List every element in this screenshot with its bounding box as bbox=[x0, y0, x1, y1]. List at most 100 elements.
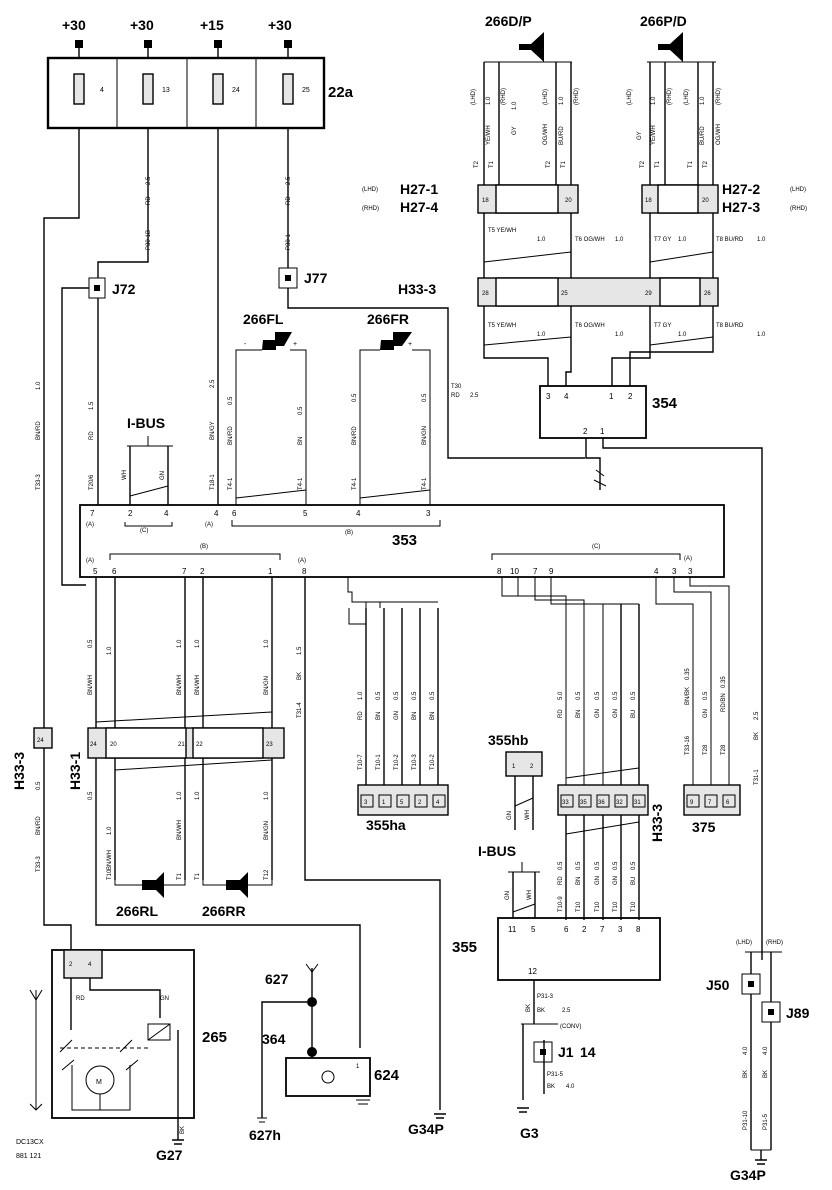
svg-text:H33-3: H33-3 bbox=[649, 804, 665, 842]
svg-text:7: 7 bbox=[182, 567, 187, 576]
svg-text:P31-5: P31-5 bbox=[547, 1072, 564, 1078]
module-353-lower-left-wires: 0.5 BN/WH 1.0 1.0 BN/WH 1.0 BN/WH 1.0 BN… bbox=[88, 577, 441, 1110]
svg-text:T4-1: T4-1 bbox=[228, 477, 234, 490]
svg-text:BN/GN: BN/GN bbox=[422, 426, 428, 445]
svg-text:6: 6 bbox=[112, 567, 117, 576]
svg-text:0.5: 0.5 bbox=[430, 691, 436, 700]
svg-text:P31-3: P31-3 bbox=[537, 994, 554, 1000]
svg-text:6: 6 bbox=[564, 925, 569, 934]
svg-text:1.0: 1.0 bbox=[486, 96, 492, 105]
svg-text:11: 11 bbox=[508, 925, 517, 934]
connector-h33-3-bottom-wiring: 5.0 RD 0.5 BN 0.5 GN 0.5 GN 0.5 BU bbox=[501, 577, 640, 785]
svg-text:14: 14 bbox=[580, 1044, 596, 1060]
svg-text:BN: BN bbox=[412, 712, 418, 720]
svg-text:RD: RD bbox=[358, 711, 364, 720]
svg-text:T1: T1 bbox=[561, 160, 567, 168]
svg-text:T18-1: T18-1 bbox=[210, 474, 216, 490]
supply-terminal-2: +30 bbox=[130, 17, 154, 58]
svg-text:BK: BK bbox=[297, 672, 303, 680]
connector-h33-3-left: 24 H33-3 0.5 BN/RD T33-3 bbox=[11, 727, 72, 950]
svg-text:BN/RD: BN/RD bbox=[228, 426, 234, 445]
supply-terminal-1: +30 bbox=[62, 17, 86, 58]
svg-text:T10: T10 bbox=[576, 901, 582, 912]
svg-text:(A): (A) bbox=[298, 558, 306, 564]
svg-text:1.5: 1.5 bbox=[297, 646, 303, 655]
svg-text:(A): (A) bbox=[86, 558, 94, 564]
svg-text:5: 5 bbox=[93, 567, 98, 576]
svg-text:H27-3: H27-3 bbox=[722, 199, 760, 215]
svg-text:BU/RD: BU/RD bbox=[559, 126, 565, 145]
fuse-4: 4 bbox=[73, 73, 104, 105]
svg-text:266FR: 266FR bbox=[367, 311, 409, 327]
svg-text:(C): (C) bbox=[592, 544, 600, 550]
svg-text:375: 375 bbox=[692, 819, 716, 835]
svg-text:BK: BK bbox=[547, 1084, 555, 1090]
svg-text:353: 353 bbox=[392, 532, 417, 549]
junction-j89: J89 bbox=[761, 952, 810, 1150]
junction-j1: J1 14 P31-5 BK 4.0 bbox=[533, 1041, 596, 1090]
svg-text:RD/BN: RD/BN bbox=[721, 693, 727, 712]
svg-text:H33-3: H33-3 bbox=[11, 752, 27, 790]
svg-text:(RHD): (RHD) bbox=[790, 206, 807, 212]
svg-text:H33-1: H33-1 bbox=[67, 752, 83, 790]
svg-text:3: 3 bbox=[546, 392, 551, 401]
ground-g27: G27 bbox=[156, 1139, 184, 1163]
svg-text:T10-2: T10-2 bbox=[394, 754, 400, 770]
svg-text:33: 33 bbox=[562, 800, 569, 806]
speaker-266fr: 266FR + bbox=[359, 311, 431, 505]
svg-text:T5 YE/WH: T5 YE/WH bbox=[488, 323, 516, 329]
svg-text:T10-9: T10-9 bbox=[558, 896, 564, 912]
svg-text:BN/RD: BN/RD bbox=[36, 816, 42, 835]
footer-line2: 881 121 bbox=[16, 1153, 41, 1160]
svg-text:3: 3 bbox=[688, 567, 693, 576]
svg-text:YE/WH: YE/WH bbox=[486, 125, 492, 145]
svg-text:GN: GN bbox=[507, 811, 513, 820]
svg-text:+: + bbox=[408, 341, 412, 348]
svg-text:RD: RD bbox=[76, 996, 85, 1002]
connector-375-wiring: 0.35 BN/BK T33-16 0.5 GN T28 0.35 RD/BN … bbox=[655, 577, 730, 785]
junction-j72: J72 bbox=[61, 277, 136, 586]
svg-text:BN/WH: BN/WH bbox=[195, 675, 201, 695]
fuse-13: 13 bbox=[142, 73, 170, 105]
svg-text:4: 4 bbox=[88, 962, 92, 968]
connector-h33-3-bottom: 33 35 36 32 31 H33-3 bbox=[557, 784, 665, 920]
module-624: 1 624 bbox=[285, 1057, 400, 1105]
svg-text:(RHD): (RHD) bbox=[501, 88, 507, 105]
svg-text:0.5: 0.5 bbox=[613, 691, 619, 700]
svg-text:(LHD): (LHD) bbox=[684, 89, 690, 105]
svg-text:H33-3: H33-3 bbox=[398, 281, 436, 297]
h33-to-354-wires: T5 YE/WH 1.0 T6 OG/WH 1.0 T7 GY 1.0 T8 B… bbox=[483, 306, 766, 386]
svg-text:624: 624 bbox=[374, 1067, 400, 1084]
svg-text:T7 GY: T7 GY bbox=[654, 323, 671, 329]
speaker-266dp: 266D/P bbox=[483, 13, 572, 185]
svg-text:BN/GY: BN/GY bbox=[210, 421, 216, 440]
svg-text:2.5: 2.5 bbox=[210, 379, 216, 388]
svg-text:T8 BU/RD: T8 BU/RD bbox=[716, 237, 744, 243]
svg-text:BN/BK: BN/BK bbox=[685, 687, 691, 705]
ground-g3: G3 bbox=[517, 1107, 539, 1141]
svg-text:3: 3 bbox=[618, 925, 623, 934]
svg-text:T4-1: T4-1 bbox=[352, 477, 358, 490]
svg-text:2.5: 2.5 bbox=[470, 393, 479, 399]
svg-text:25: 25 bbox=[302, 87, 310, 94]
svg-text:1: 1 bbox=[382, 800, 386, 806]
svg-text:2: 2 bbox=[582, 925, 587, 934]
svg-text:22: 22 bbox=[196, 742, 203, 748]
svg-text:WH: WH bbox=[525, 810, 531, 820]
svg-text:8: 8 bbox=[302, 567, 307, 576]
svg-text:0.5: 0.5 bbox=[228, 396, 234, 405]
svg-text:2: 2 bbox=[628, 392, 633, 401]
module-354: 3 4 1 2 2 1 354 bbox=[539, 385, 763, 960]
svg-text:T31-1: T31-1 bbox=[754, 769, 760, 785]
fuse-box-label: 22a bbox=[328, 84, 354, 101]
svg-text:1: 1 bbox=[356, 1064, 360, 1070]
svg-text:1.0: 1.0 bbox=[700, 96, 706, 105]
feed-wires: 2.5 RD P30-1B 2.5 RD P30-1 bbox=[43, 128, 292, 728]
svg-text:P30-1: P30-1 bbox=[286, 233, 292, 250]
svg-text:1: 1 bbox=[609, 392, 614, 401]
right-bottom-wire-labels: 4.0 BK P31-10 4.0 BK P31-5 bbox=[743, 1046, 771, 1160]
fuse-box-22a: 22a +30 +30 +15 +30 4 13 bbox=[46, 17, 354, 130]
svg-text:0.35: 0.35 bbox=[721, 676, 727, 688]
svg-text:G34P: G34P bbox=[408, 1121, 444, 1137]
